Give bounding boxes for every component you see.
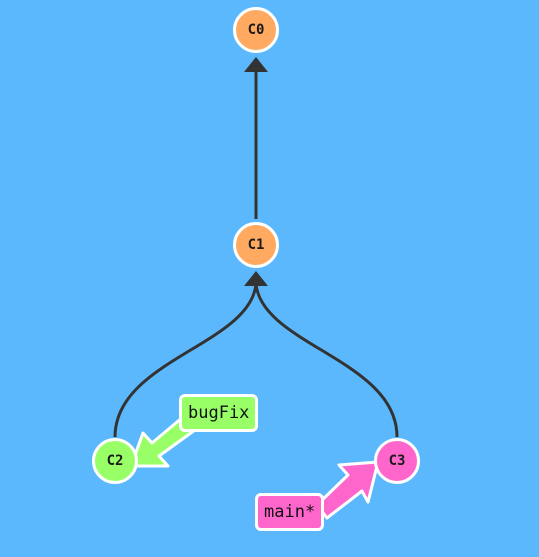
branch-label-main[interactable]: main*: [255, 493, 325, 531]
commit-c1[interactable]: C1: [233, 222, 279, 268]
branch-label-main-text: main*: [264, 502, 316, 522]
branch-label-bugfix-text: bugFix: [188, 403, 250, 423]
commit-c1-label: C1: [247, 237, 265, 253]
edge-c1-arrowhead: [244, 271, 268, 286]
commit-c3[interactable]: C3: [374, 438, 420, 484]
edge-c1-c0-arrowhead: [244, 57, 268, 72]
commit-c3-label: C3: [388, 453, 406, 469]
edge-c3-c1: [254, 283, 399, 438]
commit-c0[interactable]: C0: [233, 7, 279, 53]
edge-c2-c1: [113, 283, 258, 438]
commit-c0-label: C0: [247, 22, 265, 38]
commit-c2[interactable]: C2: [92, 438, 138, 484]
main-pointer-arrow: [315, 460, 380, 520]
commit-c2-label: C2: [106, 453, 124, 469]
branch-label-bugfix[interactable]: bugFix: [179, 394, 259, 432]
